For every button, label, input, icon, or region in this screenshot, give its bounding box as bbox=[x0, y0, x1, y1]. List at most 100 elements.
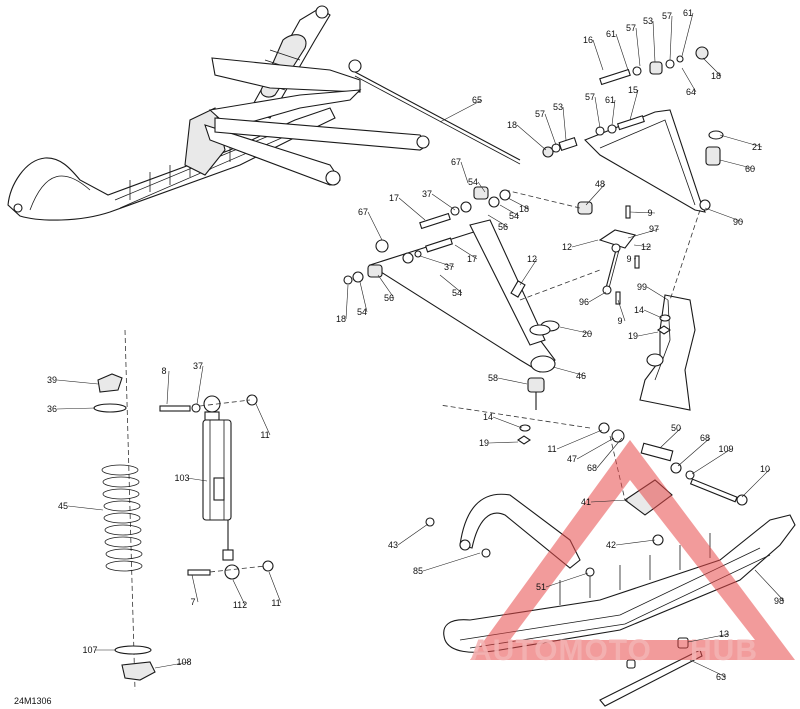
leader-line bbox=[704, 207, 744, 223]
leader-line bbox=[719, 134, 763, 148]
watermark: AUTOMOTO HUB bbox=[470, 440, 795, 667]
callout-label: 12 bbox=[641, 242, 651, 252]
callout-label: 7 bbox=[190, 597, 195, 607]
leader-line bbox=[56, 407, 96, 410]
callout-label: 57 bbox=[535, 109, 545, 119]
leader-line bbox=[488, 441, 519, 444]
leader-line bbox=[691, 448, 732, 475]
leader-line bbox=[594, 96, 601, 129]
leader-line bbox=[422, 552, 481, 572]
callout-label: 8 bbox=[161, 366, 166, 376]
upper-a-arm bbox=[542, 46, 724, 213]
leader-line bbox=[576, 437, 615, 460]
leader-line bbox=[611, 99, 616, 126]
leader-line bbox=[431, 193, 456, 211]
lower-a-arm bbox=[343, 186, 560, 445]
callout-label: 39 bbox=[47, 375, 57, 385]
leader-line bbox=[677, 437, 711, 467]
leader-line bbox=[460, 161, 469, 184]
callout-label: 64 bbox=[686, 87, 696, 97]
callout-label: 9 bbox=[626, 254, 631, 264]
leader-line bbox=[633, 257, 637, 260]
leader-line bbox=[669, 15, 673, 61]
leader-line bbox=[497, 377, 528, 385]
callout-label: 63 bbox=[716, 672, 726, 682]
leader-line bbox=[652, 20, 656, 63]
figure-code: 24M1306 bbox=[14, 696, 52, 706]
callout-label: 36 bbox=[47, 404, 57, 414]
leader-line bbox=[629, 89, 639, 121]
callout-label: 12 bbox=[527, 254, 537, 264]
callout-label: 9 bbox=[647, 208, 652, 218]
leader-line bbox=[559, 326, 593, 335]
leader-line bbox=[643, 309, 663, 319]
leader-line bbox=[154, 661, 190, 669]
callout-label: 65 bbox=[472, 95, 482, 105]
callout-label: 37 bbox=[422, 189, 432, 199]
callout-label: 18 bbox=[336, 314, 346, 324]
leader-line bbox=[741, 468, 771, 498]
leader-line bbox=[507, 197, 530, 210]
callout-label: 17 bbox=[467, 254, 477, 264]
callout-label: 47 bbox=[567, 454, 577, 464]
callout-label: 19 bbox=[479, 438, 489, 448]
leader-line bbox=[556, 429, 603, 450]
callout-label: 19 bbox=[628, 331, 638, 341]
callout-label: 50 bbox=[671, 423, 681, 433]
leader-line bbox=[359, 281, 368, 313]
leader-line bbox=[186, 477, 208, 482]
leader-line bbox=[419, 255, 455, 268]
sway-bar-link bbox=[577, 201, 640, 305]
callout-label: 37 bbox=[444, 262, 454, 272]
leader-line bbox=[592, 39, 604, 71]
callout-label: 15 bbox=[628, 85, 638, 95]
leader-line bbox=[617, 299, 626, 322]
callout-label: 54 bbox=[452, 288, 462, 298]
leader-line bbox=[615, 539, 656, 546]
callout-label: 11 bbox=[260, 430, 269, 440]
leader-line bbox=[646, 286, 669, 301]
callout-label: 17 bbox=[389, 193, 399, 203]
callout-label: 85 bbox=[413, 566, 423, 576]
leader-line bbox=[439, 274, 463, 294]
callout-label: 20 bbox=[582, 329, 592, 339]
watermark-text-left: AUTOMOTO bbox=[470, 634, 652, 667]
leader-line bbox=[545, 572, 589, 588]
leader-line bbox=[492, 416, 523, 429]
callout-label: 48 bbox=[595, 179, 605, 189]
callout-label: 107 bbox=[82, 645, 97, 655]
leader-line bbox=[615, 33, 629, 71]
leader-line bbox=[196, 365, 204, 405]
leader-line bbox=[659, 427, 682, 449]
leader-line bbox=[754, 569, 785, 602]
callout-label: 9 bbox=[617, 316, 622, 326]
callout-label: 60 bbox=[745, 164, 755, 174]
callout-label: 68 bbox=[700, 433, 710, 443]
leader-line bbox=[56, 379, 99, 385]
spindle bbox=[639, 294, 696, 411]
callout-label: 56 bbox=[498, 222, 508, 232]
leader-line bbox=[487, 214, 509, 228]
callout-label: 45 bbox=[58, 501, 68, 511]
callout-label: 90 bbox=[733, 217, 743, 227]
leader-line bbox=[627, 228, 660, 239]
assembled-suspension bbox=[7, 5, 521, 221]
leader-line bbox=[719, 159, 756, 170]
callout-label: 109 bbox=[718, 444, 733, 454]
callout-label: 61 bbox=[683, 8, 693, 18]
callout-label: 37 bbox=[193, 361, 203, 371]
leader-line bbox=[702, 57, 722, 77]
callout-label: 57 bbox=[662, 11, 672, 21]
callout-label: 14 bbox=[483, 412, 493, 422]
leader-line bbox=[377, 274, 395, 299]
shock-and-spring bbox=[93, 329, 274, 691]
callout-label: 97 bbox=[649, 224, 659, 234]
callout-label: 54 bbox=[357, 307, 367, 317]
callout-label: 108 bbox=[176, 657, 191, 667]
callout-label: 43 bbox=[388, 540, 398, 550]
leader-line bbox=[689, 659, 727, 678]
callout-label: 67 bbox=[358, 207, 368, 217]
callout-label: 51 bbox=[536, 582, 546, 592]
leader-line bbox=[519, 258, 538, 286]
